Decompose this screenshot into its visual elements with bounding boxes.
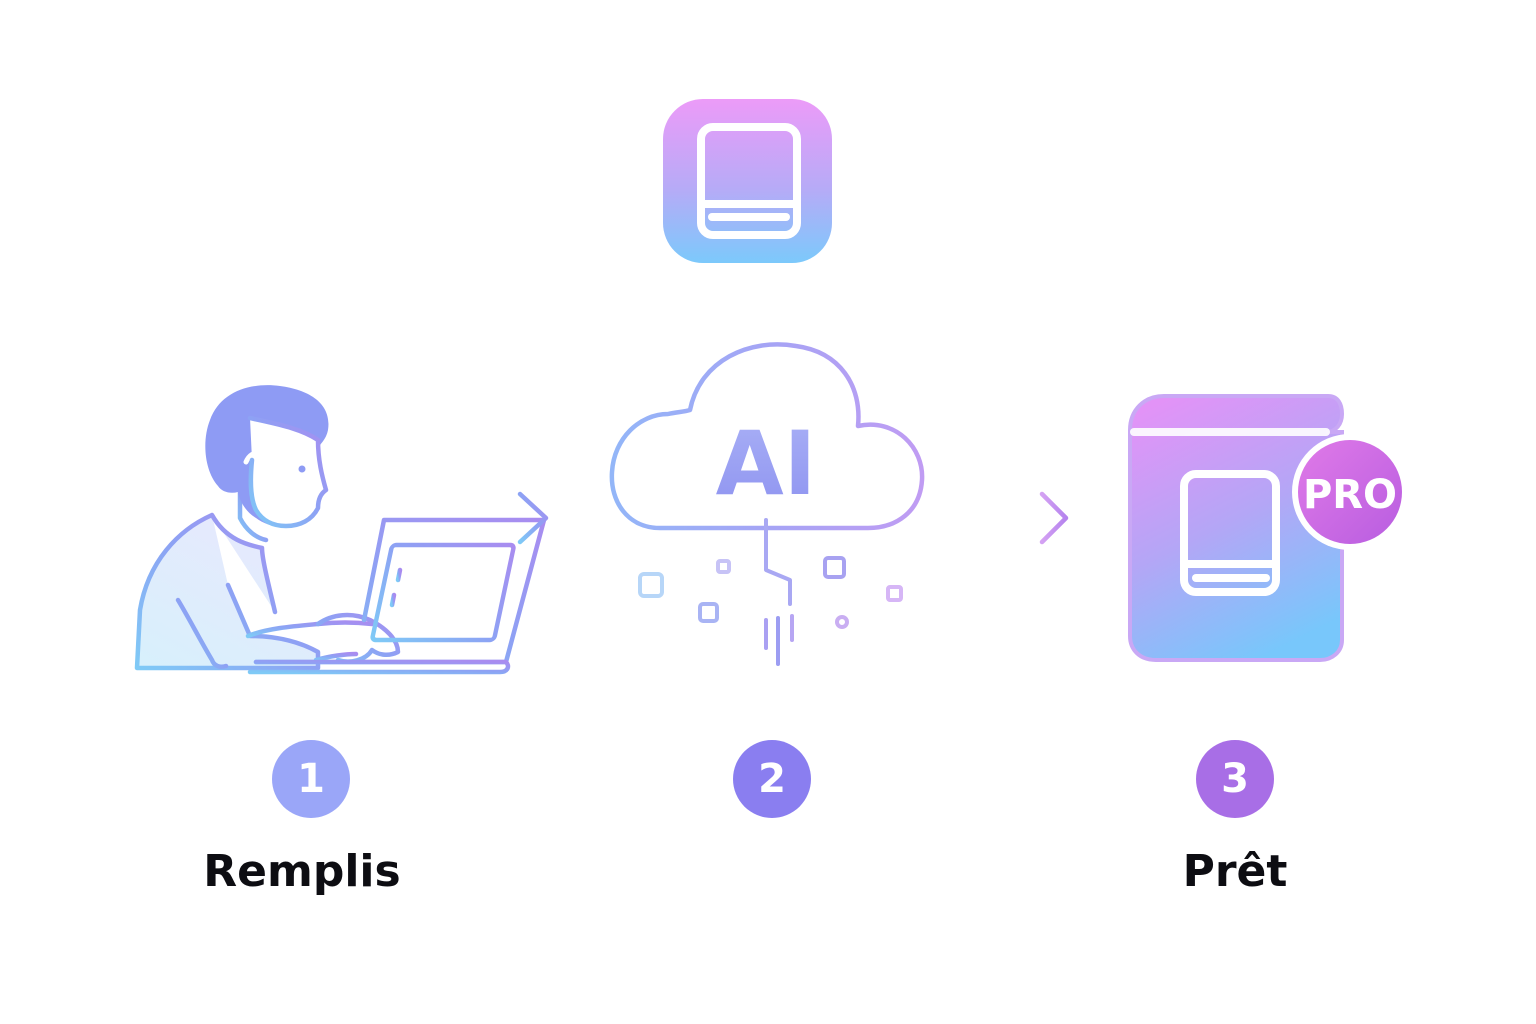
arrow-right-icon	[971, 491, 1069, 545]
person-laptop-icon	[134, 385, 549, 675]
step-3-badge: 3	[1196, 740, 1274, 818]
step-3-label: Prêt	[1182, 846, 1288, 897]
app-book-icon	[663, 99, 832, 263]
pro-badge-text: PRO	[1303, 472, 1397, 518]
ai-text: AI	[716, 412, 817, 515]
step-1-label: Remplis	[203, 846, 401, 897]
step-2-number: 2	[758, 756, 786, 802]
step-2-badge: 2	[733, 740, 811, 818]
pro-book-icon: PRO	[1128, 394, 1408, 662]
step-1-badge: 1	[272, 740, 350, 818]
step-3-number: 3	[1221, 756, 1249, 802]
ai-cloud-icon: AI	[609, 342, 925, 666]
step-1-number: 1	[297, 756, 325, 802]
